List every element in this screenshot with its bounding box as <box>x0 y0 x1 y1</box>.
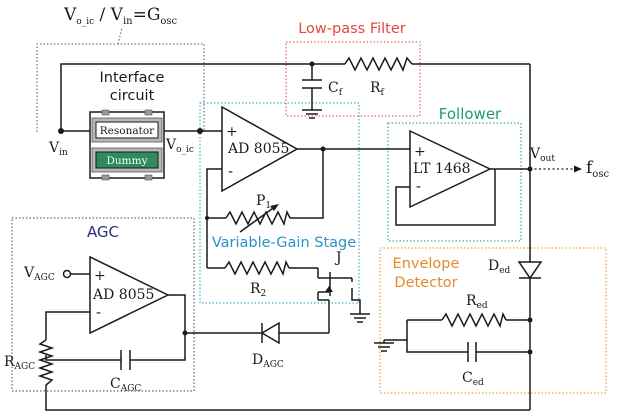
envelope-detector-box <box>379 247 607 394</box>
red-resistor <box>441 311 507 329</box>
fosc-arrowhead <box>574 165 582 173</box>
j-label: J <box>334 250 342 266</box>
dagc-diode-icon <box>260 321 280 345</box>
fosc-label: fosc <box>586 158 609 180</box>
cf-capacitor <box>302 79 322 89</box>
follower-heading: Follower <box>439 105 502 123</box>
r2-resistor <box>224 259 290 277</box>
follower-minus-sign: - <box>416 177 421 195</box>
block-outlines <box>11 27 607 394</box>
vga-minus-wire <box>206 168 222 218</box>
junction-env-cap <box>527 349 533 355</box>
vin-label: Vin <box>48 140 68 158</box>
vga-heading: Variable-Gain Stage <box>212 235 356 251</box>
r2-label: R2 <box>250 281 266 299</box>
junction-vga-out <box>320 146 326 152</box>
j-transistor-icon <box>317 268 333 301</box>
vga-minus-sign: - <box>228 162 233 180</box>
dummy-element <box>95 151 159 169</box>
p1-wiper-arrowhead <box>270 204 279 211</box>
junction-vga-minus <box>205 216 209 220</box>
vout-label: Vout <box>529 146 555 164</box>
ragc-resistor <box>37 339 55 386</box>
dummy-label: Dummy <box>106 155 147 167</box>
junction-env <box>527 317 533 323</box>
vagc-terminal <box>62 269 72 279</box>
ced-capacitor <box>467 342 477 362</box>
junction-vout <box>527 166 533 172</box>
ground-icon <box>350 313 370 323</box>
resonator-label: Resonator <box>100 125 155 137</box>
j-ground-wire <box>351 288 361 314</box>
rf-label: Rf <box>370 80 385 98</box>
follower-box <box>387 122 522 242</box>
cagc-capacitor <box>120 350 131 370</box>
ced-left-wire <box>406 320 468 353</box>
resonator-element <box>95 121 159 139</box>
top-loop-wire <box>60 63 345 131</box>
p1-label: P1 <box>256 193 271 211</box>
ragc-label: RAGC <box>4 354 35 372</box>
agc-plus-sign: + <box>94 268 106 284</box>
p1-potentiometer <box>225 209 291 227</box>
ded-diode-icon <box>517 261 543 280</box>
agc-heading: AGC <box>87 223 119 241</box>
follower-opamp <box>409 129 492 209</box>
ded-label: Ded <box>488 258 511 276</box>
agc-out-wire <box>168 294 260 334</box>
agc-opamp-label: AD 8055 <box>92 287 154 303</box>
junction-dots <box>58 61 533 355</box>
cagc-label: CAGC <box>110 376 141 394</box>
interface-heading-2: circuit <box>110 88 155 104</box>
gain-bracket-stem <box>117 27 123 45</box>
red-label: Red <box>466 293 488 311</box>
cagc-right-wire <box>130 333 186 361</box>
follower-plus-sign: + <box>414 144 426 160</box>
junction-agc-out <box>182 330 188 336</box>
agc-minus-sign: - <box>96 303 101 321</box>
junction-rf <box>309 61 315 67</box>
p1-wiper-arrow <box>239 205 277 233</box>
envelope-heading-2: Detector <box>394 275 457 291</box>
dagc-label: DAGC <box>252 352 284 370</box>
envelope-heading-1: Envelope <box>393 256 460 272</box>
junction-voic <box>197 128 203 134</box>
interface-chip <box>89 109 165 181</box>
ground-icon <box>374 340 394 352</box>
vagc-label: VAGC <box>23 265 55 283</box>
bottom-return-wire <box>45 385 530 411</box>
cagc-left-wire <box>45 355 121 361</box>
follower-opamp-label: LT 1468 <box>413 161 471 177</box>
junction-vin <box>58 128 64 134</box>
interface-heading-1: Interface <box>100 70 165 86</box>
vga-box <box>199 102 360 304</box>
agc-box <box>11 217 195 392</box>
gain-title: Vo_ic / Vin=Gosc <box>63 5 178 27</box>
agc-minus-wire <box>45 311 90 340</box>
lowpass-filter-box <box>285 41 421 117</box>
p1-right-wire <box>290 149 324 219</box>
chip-text: Resonator Dummy <box>100 125 155 167</box>
follower-feedback-wire <box>395 169 496 226</box>
rf-resistor <box>344 56 413 72</box>
agc-opamp <box>89 255 170 335</box>
wiring <box>45 63 582 411</box>
gain-bracket <box>36 43 205 132</box>
ced-label: Ced <box>462 370 484 388</box>
cf-label: Cf <box>328 80 343 98</box>
vga-opamp-label: AD 8055 <box>227 141 289 157</box>
vga-opamp <box>221 105 299 193</box>
lowpass-heading: Low-pass Filter <box>298 21 406 37</box>
vga-plus-sign: + <box>226 124 238 140</box>
ground-icon <box>302 109 322 119</box>
voic-label: Vo_ic <box>165 137 194 155</box>
